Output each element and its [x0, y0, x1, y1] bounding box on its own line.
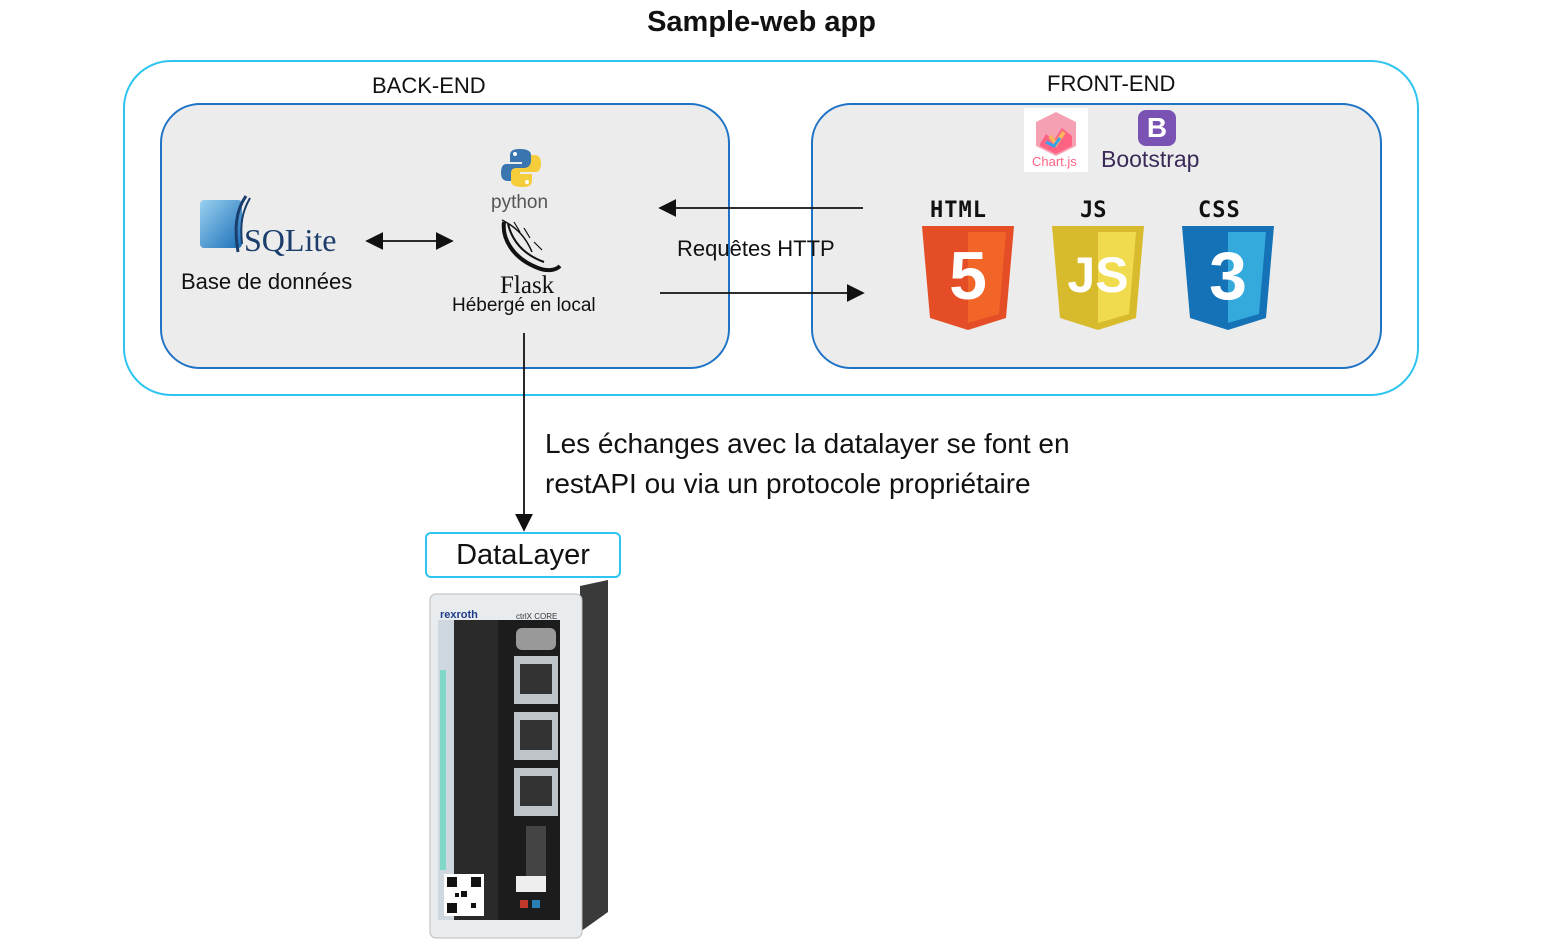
sqlite-icon: [198, 194, 258, 254]
html5-shield-icon: [922, 226, 1014, 330]
css3-shield-icon: [1182, 226, 1274, 330]
bootstrap-logo-text: Bootstrap: [1101, 146, 1200, 172]
css3-number: 3: [1209, 238, 1247, 314]
http-requests-label: Requêtes HTTP: [677, 236, 835, 261]
frontend-label: FRONT-END: [1047, 71, 1176, 96]
exchange-note-line1: Les échanges avec la datalayer se font e…: [545, 428, 1070, 459]
ctrlx-core-device-image: rexroth ctrlX CORE: [426, 580, 612, 940]
device-model: ctrlX CORE: [516, 612, 557, 621]
python-icon: [500, 147, 542, 189]
exchange-note: Les échanges avec la datalayer se font e…: [545, 424, 1225, 504]
backend-label: BACK-END: [372, 73, 486, 98]
sqlite-logo-text: SQLite: [244, 222, 337, 258]
device-brand: rexroth: [440, 609, 478, 621]
sample-web-app-container: [123, 60, 1419, 396]
python-logo-text: python: [491, 192, 549, 213]
chartjs-icon: [1024, 108, 1088, 172]
js-logo-text: JS: [1080, 198, 1107, 223]
css-logo-text: CSS: [1198, 198, 1241, 223]
html-logo-text: HTML: [930, 198, 987, 223]
chartjs-logo-text: Chart.js: [1032, 154, 1077, 169]
datalayer-label: DataLayer: [425, 532, 621, 578]
js-shield-icon: [1052, 226, 1144, 330]
bootstrap-icon: B: [1138, 110, 1176, 146]
hosting-label: Hébergé en local: [452, 295, 596, 316]
flask-logo-text: Flask: [500, 272, 555, 299]
database-label: Base de données: [181, 269, 353, 294]
html5-number: 5: [949, 238, 987, 314]
js-badge-letters: JS: [1067, 247, 1129, 303]
flask-icon: [498, 218, 562, 274]
diagram-title: Sample-web app: [647, 6, 876, 38]
exchange-note-line2: restAPI ou via un protocole propriétaire: [545, 468, 1031, 499]
